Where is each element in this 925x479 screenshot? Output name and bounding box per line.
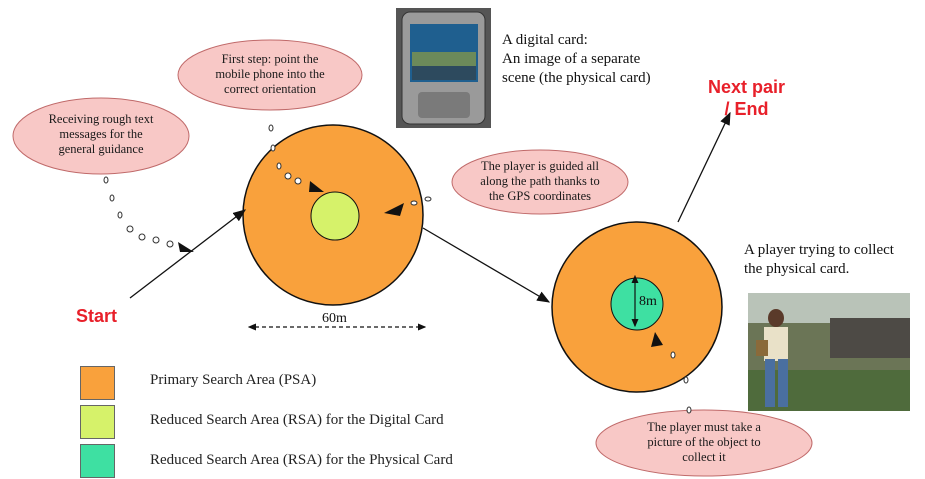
- cloud-first-step-text: First step: point the mobile phone into …: [193, 52, 347, 97]
- cloud-guided-text: The player is guided all along the path …: [462, 159, 618, 204]
- cloud-line: collect it: [682, 450, 726, 464]
- cloud-must-take-text: The player must take a picture of the ob…: [614, 420, 794, 465]
- bubble-trail-receiving: [103, 176, 174, 248]
- cloud-line: mobile phone into the: [215, 67, 325, 81]
- caption-line: An image of a separate: [502, 51, 641, 67]
- cloud-first-step: [177, 39, 363, 111]
- legend-swatch-rsa-physical: [80, 444, 115, 478]
- legend-label-rsa-physical: Reduced Search Area (RSA) for the Physic…: [150, 452, 453, 468]
- next-pair-line: / End: [724, 99, 769, 119]
- cloud-line: The player must take a: [647, 420, 761, 434]
- caption-line: scene (the physical card): [502, 70, 651, 86]
- cloud-line: general guidance: [58, 142, 144, 156]
- connect-arrow: [422, 227, 551, 303]
- bubble-pointer-must-take: [651, 332, 663, 347]
- legend-swatch-psa: [80, 366, 115, 400]
- cloud-guided: [451, 149, 629, 215]
- cloud-line: along the path thanks to: [480, 174, 600, 188]
- distance-label: 60m: [322, 311, 347, 326]
- next-arrow: [677, 111, 731, 223]
- cloud-receiving: [12, 97, 190, 175]
- caption-line: A digital card:: [502, 32, 588, 48]
- digital-card-caption: A digital card: An image of a separate s…: [502, 31, 651, 88]
- bubble-trail-first-step: [268, 124, 302, 185]
- rsa-digital-circle: [310, 191, 360, 241]
- cloud-line: The player is guided all: [480, 159, 600, 173]
- next-pair-line: Next pair: [708, 77, 786, 97]
- bubble-pointer-first-step: [309, 181, 324, 192]
- caption-line: the physical card.: [744, 261, 850, 277]
- legend-label-rsa-digital: Reduced Search Area (RSA) for the Digita…: [150, 412, 444, 428]
- caption-line: A player trying to collect: [744, 242, 894, 258]
- cloud-line: Receiving rough text: [48, 112, 154, 126]
- cloud-line: picture of the object to: [647, 435, 761, 449]
- bubble-pointer-guided: [384, 203, 404, 216]
- legend-swatch-rsa-digital: [80, 405, 115, 439]
- start-label: Start: [76, 306, 118, 326]
- inner-distance-label: 8m: [639, 294, 657, 309]
- cloud-receiving-text: Receiving rough text messages for the ge…: [28, 112, 174, 157]
- next-pair-label: Next pair / End: [708, 76, 785, 120]
- cloud-line: First step: point the: [221, 52, 319, 66]
- player-photo: [748, 293, 910, 411]
- cloud-line: correct orientation: [224, 82, 316, 96]
- legend-label-psa: Primary Search Area (PSA): [150, 372, 317, 388]
- cloud-line: messages for the: [59, 127, 143, 141]
- bubble-trail-guided: [410, 196, 432, 206]
- cloud-must-take: [595, 409, 813, 477]
- cloud-line: the GPS coordinates: [488, 189, 592, 203]
- start-arrow: [129, 209, 247, 299]
- bubble-pointer-receiving: [178, 242, 194, 252]
- mobile-phone-photo: [396, 8, 491, 128]
- player-caption: A player trying to collect the physical …: [744, 241, 894, 279]
- bubble-trail-must-take: [670, 351, 692, 414]
